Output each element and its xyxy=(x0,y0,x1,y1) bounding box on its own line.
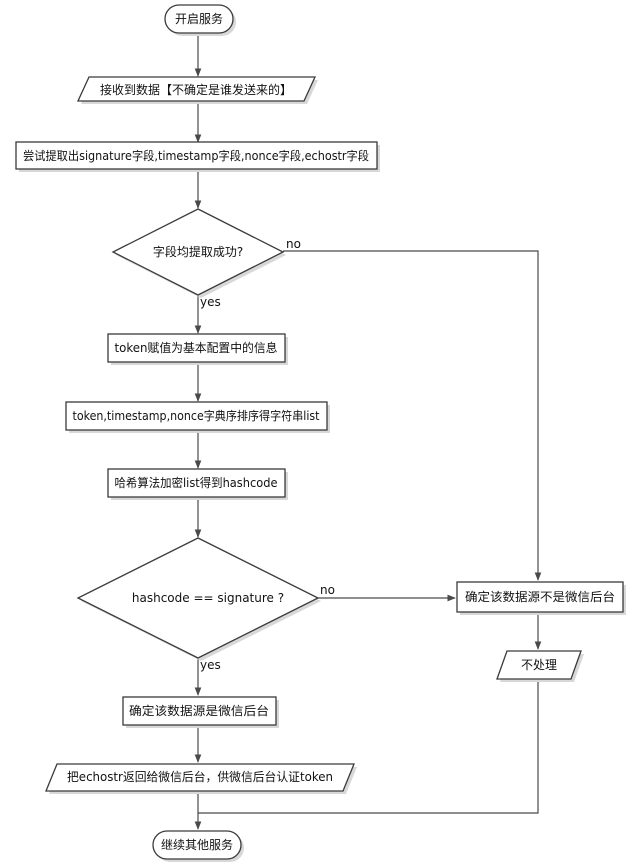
node-start-label: 开启服务 xyxy=(175,11,223,26)
edge-check-notwechat-no xyxy=(283,250,542,581)
node-end-label: 继续其他服务 xyxy=(161,837,233,852)
node-ignore: 不处理 xyxy=(496,650,584,682)
node-not-wechat: 确定该数据源不是微信后台 xyxy=(456,581,626,615)
node-return-echostr: 把echostr返回给微信后台，供微信后台认证token xyxy=(45,763,357,794)
node-compare: hashcode == signature ? xyxy=(76,537,321,661)
edges xyxy=(194,34,542,830)
node-not-wechat-label: 确定该数据源不是微信后台 xyxy=(465,589,615,604)
node-check-fields: 字段均提取成功? xyxy=(111,208,286,298)
node-end: 继续其他服务 xyxy=(152,830,244,862)
node-hash-label: 哈希算法加密list得到hashcode xyxy=(115,475,278,490)
node-is-wechat: 确定该数据源是微信后台 xyxy=(122,696,279,728)
node-assign-token-label: token赋值为基本配置中的信息 xyxy=(115,340,278,355)
node-compare-label: hashcode == signature ? xyxy=(132,591,284,605)
node-sort-label: token,timestamp,nonce字典序排序得字符串list xyxy=(73,408,320,423)
node-sort: token,timestamp,nonce字典序排序得字符串list xyxy=(65,401,330,433)
node-assign-token: token赋值为基本配置中的信息 xyxy=(107,333,288,365)
node-extract-label: 尝试提取出signature字段,timestamp字段,nonce字段,ech… xyxy=(23,148,369,163)
edge-label-fields-yes: yes xyxy=(200,295,221,309)
node-receive-label: 接收到数据【不确定是谁发送来的】 xyxy=(100,82,292,97)
edge-label-fields-no: no xyxy=(286,237,301,251)
node-is-wechat-label: 确定该数据源是微信后台 xyxy=(129,703,269,718)
node-hash: 哈希算法加密list得到hashcode xyxy=(107,468,288,500)
node-return-echostr-label: 把echostr返回给微信后台，供微信后台认证token xyxy=(67,769,333,784)
node-ignore-label: 不处理 xyxy=(521,658,557,672)
node-start: 开启服务 xyxy=(164,4,236,36)
edge-ignore-end xyxy=(198,680,539,814)
node-receive: 接收到数据【不确定是谁发送来的】 xyxy=(76,76,318,104)
edge-label-compare-yes: yes xyxy=(200,658,221,672)
node-check-fields-label: 字段均提取成功? xyxy=(153,244,243,259)
edge-label-compare-no: no xyxy=(320,583,335,597)
node-extract: 尝试提取出signature字段,timestamp字段,nonce字段,ech… xyxy=(15,141,380,172)
